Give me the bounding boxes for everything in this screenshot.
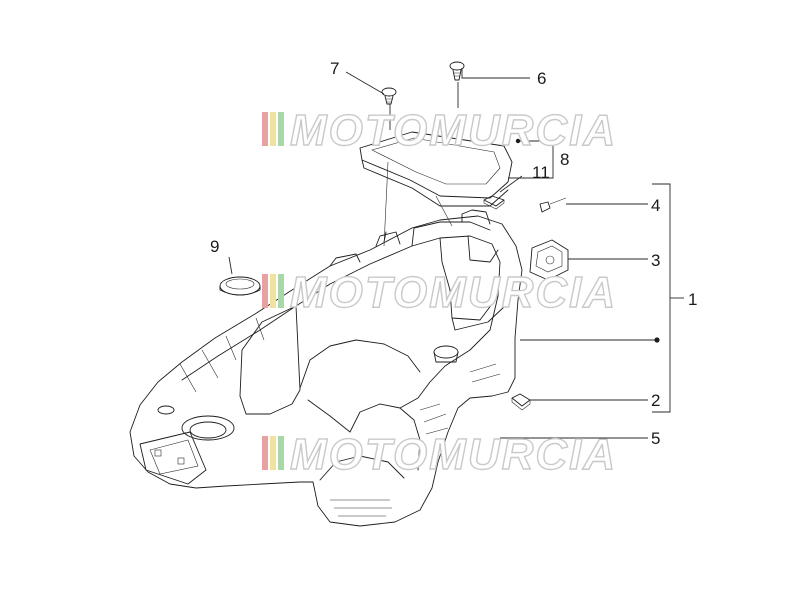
callout-9: 9	[210, 237, 219, 256]
callout-2: 2	[651, 391, 660, 410]
callout-6: 6	[537, 69, 546, 88]
compartment-lid	[359, 131, 513, 207]
watermark-text: MOTOMURCIA	[290, 268, 617, 317]
callout-1: 1	[688, 290, 697, 309]
watermark-middle: MOTOMURCIA	[262, 267, 617, 318]
watermark-text: MOTOMURCIA	[290, 430, 617, 479]
watermark-text: MOTOMURCIA	[290, 106, 617, 155]
watermark-bottom: MOTOMURCIA	[262, 429, 617, 480]
helmet-compartment-body	[129, 209, 523, 527]
callout-labels: 7 6 8 11 4 9 3 1 2 5	[210, 59, 697, 448]
leader-lines	[228, 68, 684, 439]
callout-5: 5	[651, 429, 660, 448]
callout-11: 11	[532, 163, 550, 182]
latch-bracket-3	[529, 239, 569, 281]
callout-8: 8	[560, 150, 569, 169]
plug-4	[539, 197, 567, 213]
grommet-8-dot	[515, 138, 521, 144]
callout-4: 4	[651, 196, 660, 215]
screw-7	[381, 87, 397, 105]
screw-6	[449, 61, 465, 81]
grommet-9	[219, 276, 261, 296]
clip-2	[511, 393, 531, 411]
callout-7: 7	[330, 59, 339, 78]
callout-3: 3	[651, 251, 660, 270]
watermark-top: MOTOMURCIA	[262, 105, 617, 156]
